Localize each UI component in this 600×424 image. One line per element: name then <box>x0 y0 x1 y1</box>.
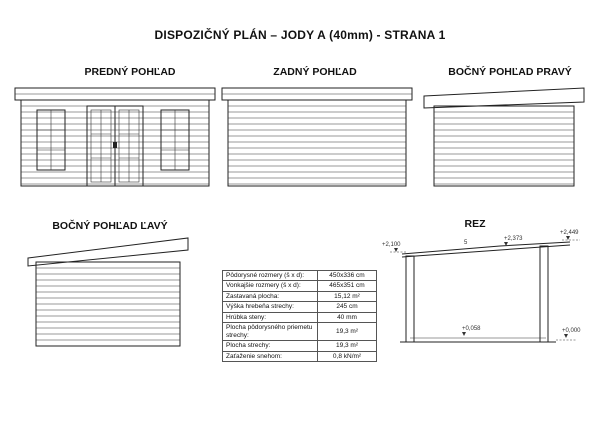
param-value: 15,12 m² <box>317 290 377 303</box>
side-left-view-label: BOČNÝ POHĽAD ĽAVÝ <box>52 220 168 232</box>
param-value: 40 mm <box>317 311 377 324</box>
dim-ridge: +2,373 <box>504 236 523 242</box>
dim-right-height: +2,449 <box>560 230 579 236</box>
param-label: Pôdorysné rozmery (š x d): <box>222 269 318 282</box>
table-row: Zaťaženie snehom:0,8 kN/m² <box>222 350 377 363</box>
param-value: 465x351 cm <box>317 280 377 292</box>
param-value: 450x336 cm <box>317 269 377 282</box>
table-row: Výška hrebeňa strechy:245 cm <box>222 301 377 313</box>
page-title: DISPOZIČNÝ PLÁN – JODY A (40mm) - STRANA… <box>154 28 446 42</box>
dim-left-height: +2,100 <box>382 242 401 248</box>
rear-view-drawing <box>221 87 413 187</box>
param-label: Vonkajšie rozmery (š x d): <box>222 280 318 292</box>
section-view-label: REZ <box>464 218 486 230</box>
param-label: Plocha pôdorysného priemetu strechy: <box>222 322 318 342</box>
table-row: Pôdorysné rozmery (š x d):450x336 cm <box>222 269 377 282</box>
param-label: Plocha strechy: <box>222 340 318 352</box>
rear-view-label: ZADNÝ POHĽAD <box>273 66 357 78</box>
param-value: 19,3 m² <box>317 322 377 342</box>
dim-floor: +0,058 <box>462 326 481 332</box>
front-view-label: PREDNÝ POHĽAD <box>84 66 176 78</box>
param-label: Zastavaná plocha: <box>222 290 318 303</box>
param-value: 245 cm <box>317 301 377 313</box>
section-drawing: +2,100 +2,373 +2,449 +0,058 +0,000 5 <box>382 230 581 343</box>
side-right-view-drawing <box>423 87 585 187</box>
param-value: 0,8 kN/m² <box>317 350 377 363</box>
table-row: Zastavaná plocha:15,12 m² <box>222 290 377 303</box>
table-row: Hrúbka steny:40 mm <box>222 311 377 324</box>
side-left-view-drawing <box>27 237 189 347</box>
table-row: Plocha pôdorysného priemetu strechy:19,3… <box>222 322 377 342</box>
front-view-drawing <box>14 87 216 187</box>
param-label: Hrúbka steny: <box>222 311 318 324</box>
table-row: Vonkajšie rozmery (š x d):465x351 cm <box>222 280 377 292</box>
param-label: Výška hrebeňa strechy: <box>222 301 318 313</box>
side-right-view-label: BOČNÝ POHĽAD PRAVÝ <box>448 66 572 78</box>
table-row: Plocha strechy:19,3 m² <box>222 340 377 352</box>
param-label: Zaťaženie snehom: <box>222 350 318 363</box>
param-value: 19,3 m² <box>317 340 377 352</box>
dim-ground: +0,000 <box>562 328 581 334</box>
dim-slope: 5 <box>464 240 468 246</box>
